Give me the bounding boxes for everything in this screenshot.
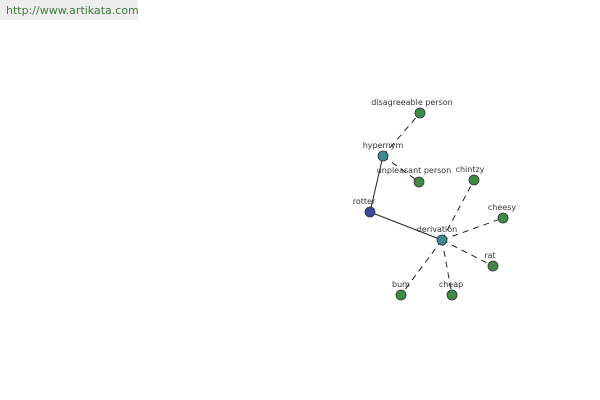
node-rotter[interactable]: [364, 206, 376, 218]
node-label-unpleasant-person[interactable]: unpleasant person: [377, 166, 452, 175]
source-url-link[interactable]: http://www.artikata.com: [0, 0, 139, 20]
node-chintzy[interactable]: [468, 174, 480, 186]
edge-hypernym-unpleasant-person: [382, 155, 420, 183]
node-derivation[interactable]: [436, 234, 448, 246]
edge-derivation-cheap: [441, 239, 453, 296]
node-cheesy[interactable]: [497, 212, 509, 224]
node-label-bum[interactable]: bum: [392, 280, 410, 289]
node-label-chintzy[interactable]: chintzy: [456, 165, 485, 174]
graph-labels: disagreeable person hypernym unpleasant pe…: [353, 98, 517, 289]
node-hypernym[interactable]: [377, 150, 389, 162]
edge-hypernym-disagreeable-person: [382, 112, 421, 157]
node-disagreeable-person[interactable]: [414, 107, 426, 119]
node-label-cheap[interactable]: cheap: [439, 280, 463, 289]
node-label-derivation[interactable]: derivation: [417, 225, 457, 234]
node-label-rat[interactable]: rat: [484, 251, 495, 260]
node-label-disagreeable-person[interactable]: disagreeable person: [371, 98, 453, 107]
node-cheap[interactable]: [446, 289, 458, 301]
edge-derivation-chintzy: [441, 179, 475, 241]
node-unpleasant-person[interactable]: [413, 176, 425, 188]
node-rat[interactable]: [487, 260, 499, 272]
edge-derivation-rat: [441, 239, 494, 267]
node-bum[interactable]: [395, 289, 407, 301]
graph-edges: [369, 112, 504, 296]
edge-rotter-hypernym: [369, 155, 384, 213]
edge-derivation-bum: [400, 239, 443, 296]
node-label-hypernym[interactable]: hypernym: [363, 141, 404, 150]
graph-nodes: [364, 107, 509, 301]
node-label-rotter[interactable]: rotter: [353, 197, 376, 206]
edge-rotter-derivation: [369, 211, 443, 241]
node-label-cheesy[interactable]: cheesy: [488, 203, 516, 212]
